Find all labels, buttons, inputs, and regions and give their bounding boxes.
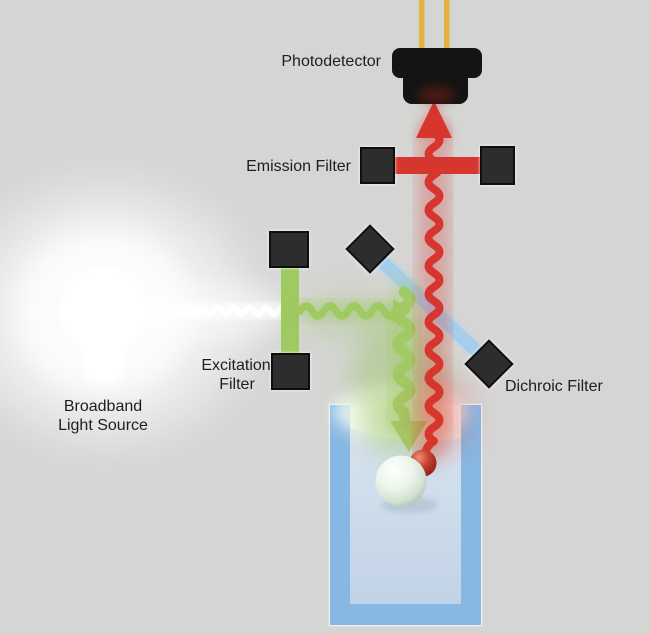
- bulb-base: [84, 344, 124, 384]
- detector-wire-right: [444, 0, 450, 53]
- broadband-light-source: [0, 189, 295, 439]
- photodetector-label: Photodetector: [281, 53, 381, 70]
- bulb-globe: [60, 267, 148, 355]
- green-down-line: [392, 286, 416, 428]
- sample-sphere: [375, 455, 427, 507]
- green-horizontal-line: [296, 302, 400, 320]
- red-emission-wave: [412, 101, 468, 467]
- white-light-wave: [143, 301, 293, 321]
- red-arrowhead: [416, 101, 452, 138]
- excitation-filter-block-top: [269, 231, 309, 268]
- broadband-label-line1: Broadband: [64, 398, 142, 415]
- red-wave-line: [421, 129, 444, 458]
- dichroic-mirror-bottom: [464, 339, 514, 389]
- excitation-filter-bar: [281, 260, 299, 360]
- excitation-filter: [269, 231, 310, 390]
- sample: [375, 449, 438, 513]
- white-wave-line: [147, 304, 289, 318]
- excitation-filter-block-bottom: [271, 353, 310, 390]
- excitation-filter-label-line2: Filter: [219, 376, 255, 393]
- detector-inner-glow: [418, 87, 454, 103]
- emission-filter-block-right: [480, 146, 515, 185]
- photodetector: [392, 0, 482, 104]
- excitation-filter-label-line1: Excitation: [201, 357, 270, 374]
- emission-filter-label: Emission Filter: [246, 158, 352, 175]
- emission-filter: [360, 146, 515, 185]
- broadband-label-line2: Light Source: [58, 417, 148, 434]
- emission-filter-block-left: [360, 147, 395, 184]
- emission-filter-bar: [393, 157, 481, 174]
- dichroic-mirror-top: [345, 224, 395, 274]
- detector-wire-left: [419, 0, 425, 53]
- dichroic-filter-label: Dichroic Filter: [505, 378, 603, 395]
